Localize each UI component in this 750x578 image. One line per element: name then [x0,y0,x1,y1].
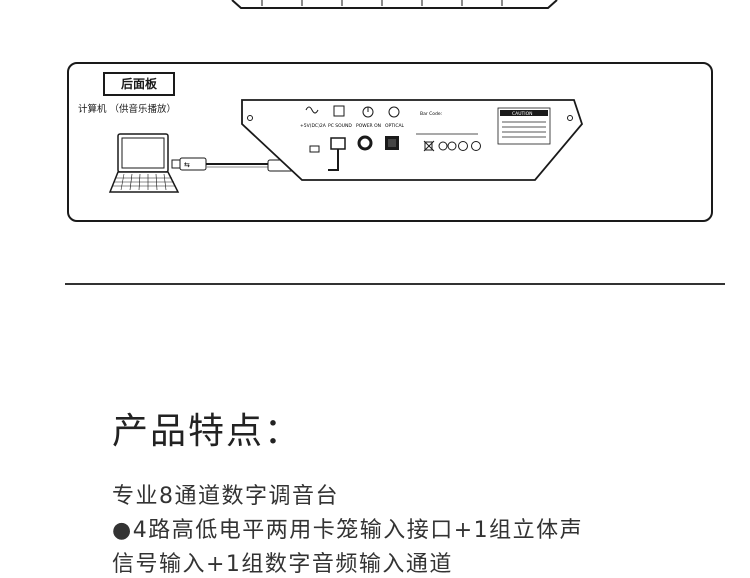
feature-item: ●4路高低电平两用卡笼输入接口+1组立体声 [112,518,584,543]
device-top-remnant [231,0,558,9]
rear-panel-frame [67,62,713,222]
power-button[interactable] [357,135,373,151]
dc-jack[interactable] [309,145,320,153]
port-label-dc: +5V(DC)2A [300,123,327,129]
device-rear-panel: +5V(DC)2A PC SOUND POWER ON OPTICAL Bar … [241,99,584,181]
feature-item: 专业8通道数字调音台 [112,484,339,509]
port-label-optical: OPTICAL [385,123,405,129]
barcode-label: Bar Code: [420,111,442,117]
feature-item: 信号输入+1组数字音频输入通道 [112,552,453,577]
computer-caption: 计算机 （供音乐播放） [78,104,177,115]
port-icons [305,105,400,118]
section-divider [65,283,725,285]
rear-panel-label: 后面板 [103,72,175,96]
svg-text:⇆: ⇆ [184,161,190,169]
caution-label: CAUTION [512,111,533,117]
compliance-marks [423,140,481,152]
features-title: 产品特点： [112,411,303,452]
laptop-illustration: ⇆ [108,133,331,193]
port-label-pc-sound: PC SOUND [328,123,352,129]
port-label-power: POWER ON [356,123,381,129]
